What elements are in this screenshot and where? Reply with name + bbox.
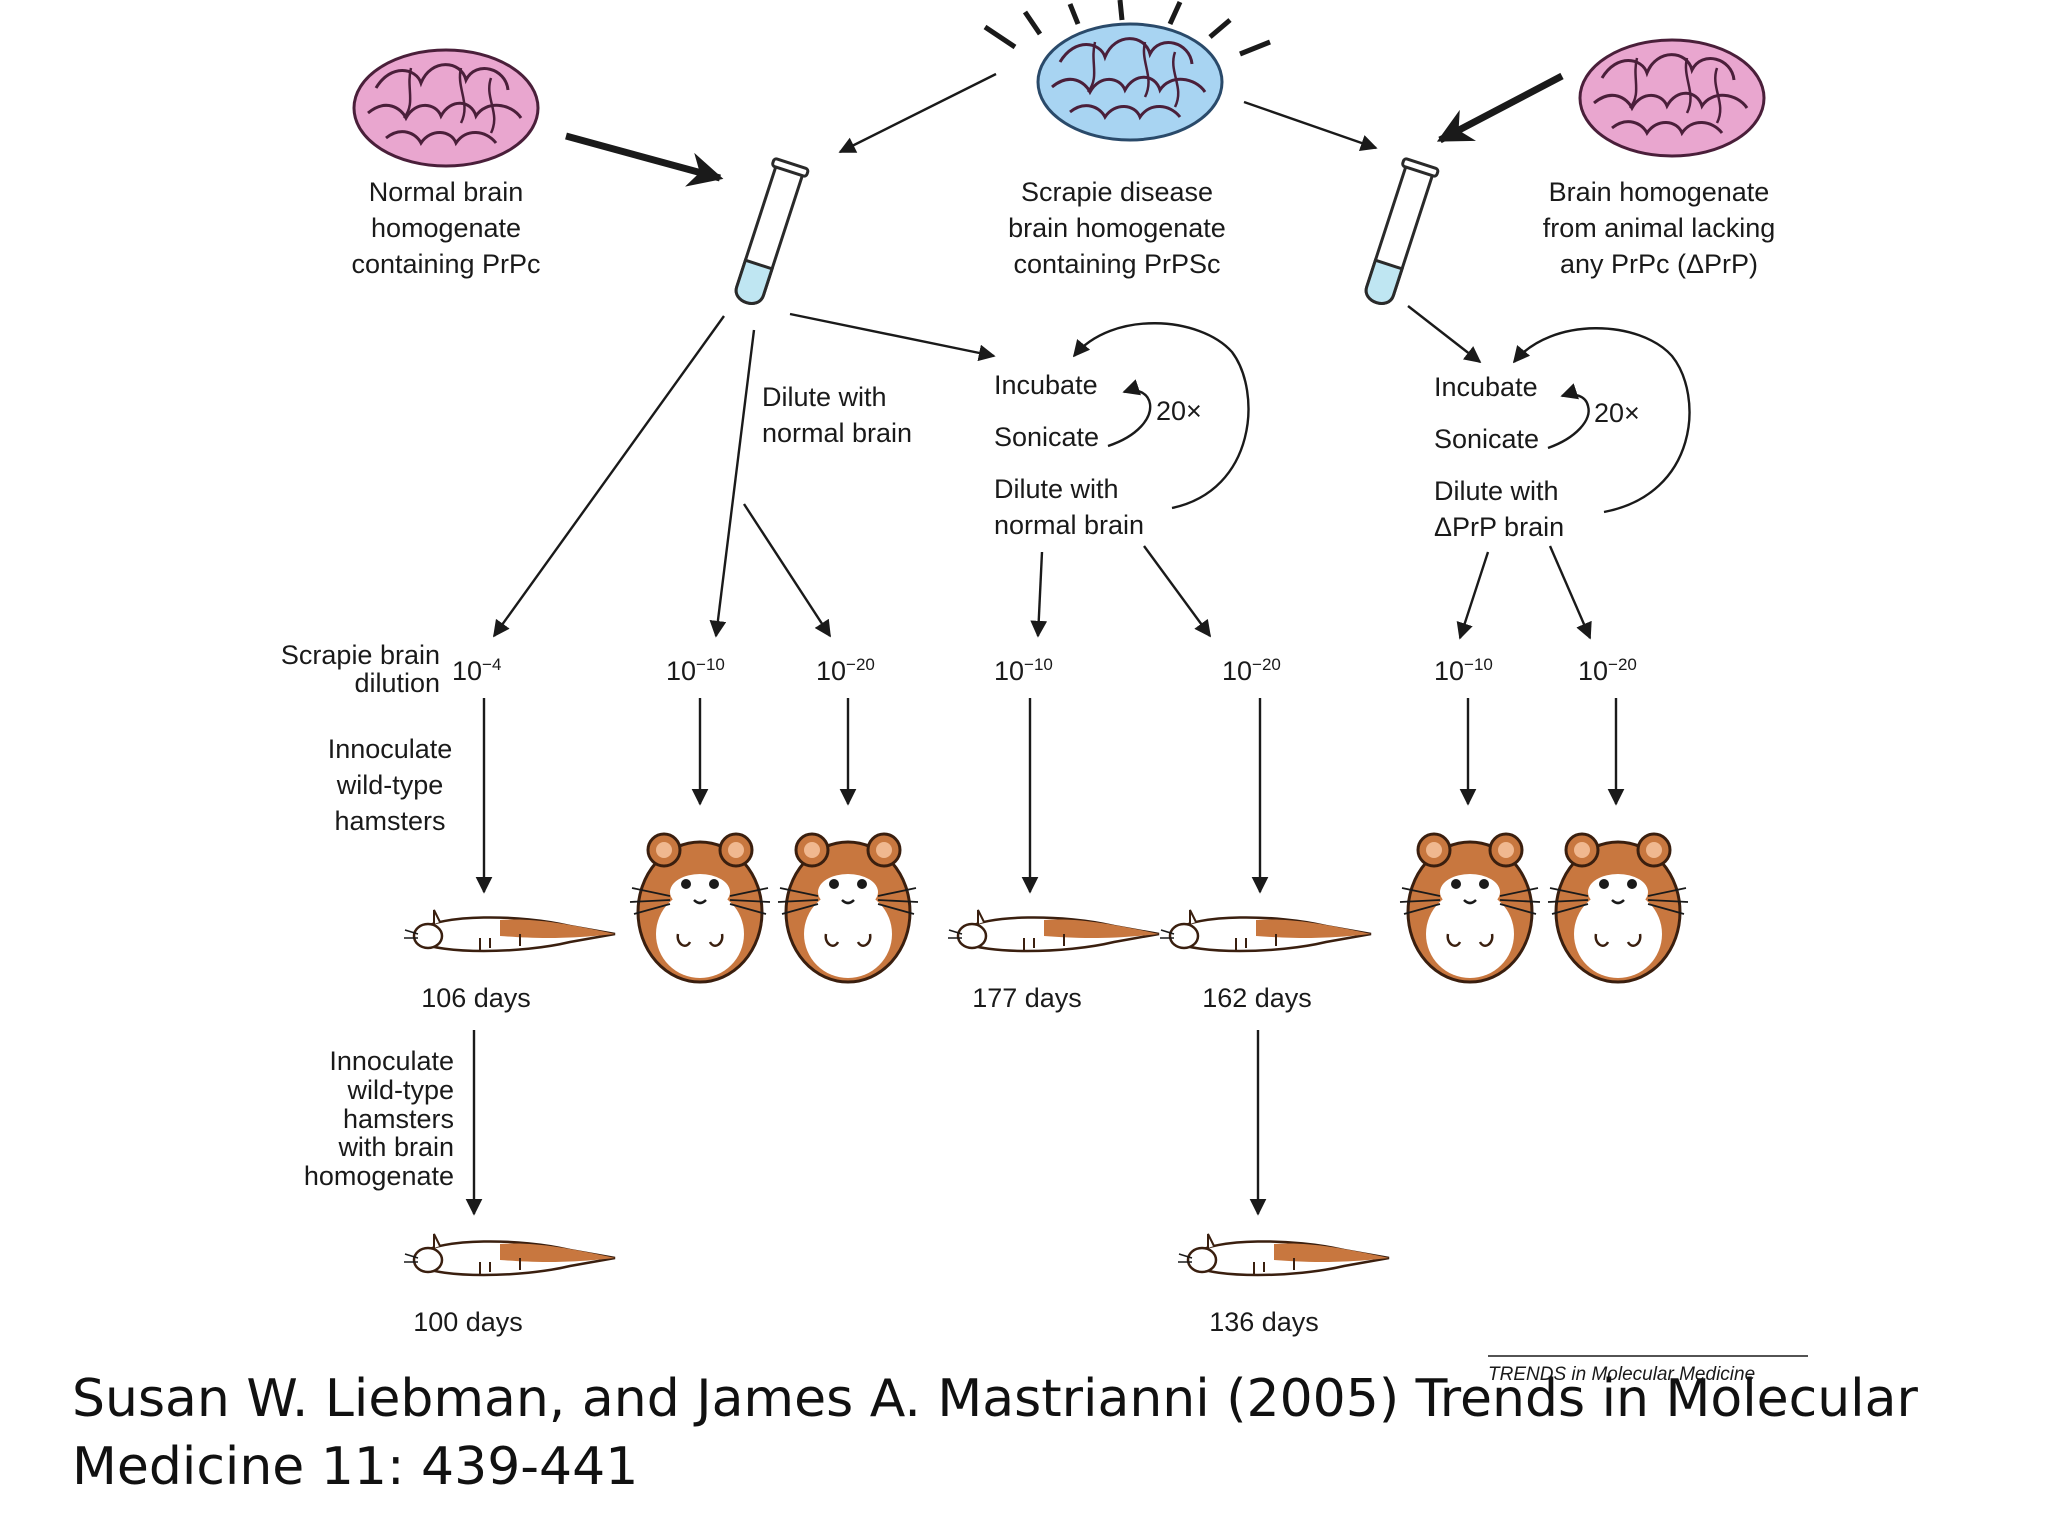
svg-text:containing PrPc: containing PrPc bbox=[351, 249, 540, 279]
sick-hamster-icon bbox=[1176, 1232, 1391, 1277]
svg-text:normal brain: normal brain bbox=[762, 418, 912, 448]
dilution-value: 10−20 bbox=[816, 655, 875, 686]
svg-text:Normal brain: Normal brain bbox=[369, 177, 524, 207]
pmca-normal-cycle: Incubate Sonicate 20× Dilute with normal… bbox=[994, 322, 1250, 638]
dilution-values: 10−4 10−10 10−20 10−10 10−20 10−10 10−20 bbox=[452, 655, 1637, 686]
sick-hamster-icon bbox=[1158, 908, 1373, 953]
svg-text:Sonicate: Sonicate bbox=[994, 422, 1099, 452]
svg-text:Dilute with: Dilute with bbox=[994, 474, 1119, 504]
svg-text:homogenate: homogenate bbox=[304, 1161, 454, 1191]
test-tube-icon bbox=[1357, 156, 1441, 310]
svg-text:from animal lacking: from animal lacking bbox=[1543, 213, 1776, 243]
svg-text:wild-type: wild-type bbox=[336, 770, 444, 800]
normal-brain-icon bbox=[352, 48, 540, 168]
lacking-brain-label: Brain homogenate from animal lacking any… bbox=[1543, 177, 1776, 279]
svg-text:Dilute with: Dilute with bbox=[1434, 476, 1559, 506]
svg-text:Scrapie brain: Scrapie brain bbox=[281, 640, 440, 670]
svg-text:homogenate: homogenate bbox=[371, 213, 521, 243]
dilution-value: 10−20 bbox=[1222, 655, 1281, 686]
svg-text:Dilute with: Dilute with bbox=[762, 382, 887, 412]
second-outcomes: 100 days 136 days bbox=[413, 1307, 1319, 1337]
journal-watermark: TRENDS in Molecular Medicine bbox=[1488, 1364, 1755, 1385]
svg-text:Innoculate: Innoculate bbox=[329, 1046, 454, 1076]
svg-text:any PrPc (ΔPrP): any PrPc (ΔPrP) bbox=[1560, 249, 1758, 279]
source-arrows bbox=[565, 72, 1564, 187]
scrapie-brain-icon bbox=[983, 0, 1271, 142]
citation-line: Medicine 11: 439-441 bbox=[72, 1437, 639, 1497]
sick-hamster-icon bbox=[402, 908, 617, 953]
citation-line: Susan W. Liebman, and James A. Mastriann… bbox=[72, 1369, 1918, 1429]
svg-text:Incubate: Incubate bbox=[994, 370, 1098, 400]
dilution-value: 10−20 bbox=[1578, 655, 1637, 686]
dilution-value: 10−10 bbox=[994, 655, 1053, 686]
second-passage-label: Innoculate wild-type hamsters with brain… bbox=[304, 1046, 454, 1191]
healthy-hamster-icon bbox=[776, 832, 920, 984]
lacking-brain-icon bbox=[1578, 38, 1766, 158]
citation: Susan W. Liebman, and James A. Mastriann… bbox=[72, 1365, 2032, 1501]
middle-dilute-label: Dilute with normal brain bbox=[762, 382, 912, 448]
healthy-hamster-icon bbox=[1398, 832, 1542, 984]
svg-text:20×: 20× bbox=[1156, 396, 1202, 426]
sick-hamster-icon bbox=[946, 908, 1161, 953]
svg-text:Innoculate: Innoculate bbox=[328, 734, 453, 764]
scrapie-brain-label: Scrapie disease brain homogenate contain… bbox=[1008, 177, 1226, 279]
svg-text:Brain homogenate: Brain homogenate bbox=[1549, 177, 1770, 207]
survival-days: 177 days bbox=[972, 983, 1082, 1013]
svg-text:with brain: with brain bbox=[337, 1132, 454, 1162]
inoculate-row-label: Innoculate wild-type hamsters bbox=[328, 734, 453, 836]
first-outcomes: 106 days 177 days 162 days bbox=[421, 983, 1312, 1013]
svg-text:ΔPrP brain: ΔPrP brain bbox=[1434, 512, 1564, 542]
survival-days: 106 days bbox=[421, 983, 531, 1013]
svg-text:dilution: dilution bbox=[354, 668, 440, 698]
normal-brain-label: Normal brain homogenate containing PrPc bbox=[351, 177, 540, 279]
svg-text:wild-type: wild-type bbox=[346, 1075, 454, 1105]
svg-text:Sonicate: Sonicate bbox=[1434, 424, 1539, 454]
svg-text:hamsters: hamsters bbox=[334, 806, 445, 836]
test-tube-icon bbox=[727, 156, 811, 310]
svg-text:Incubate: Incubate bbox=[1434, 372, 1538, 402]
survival-days: 136 days bbox=[1209, 1307, 1319, 1337]
svg-text:containing PrPSc: containing PrPSc bbox=[1013, 249, 1220, 279]
second-passage-arrows bbox=[465, 1030, 1267, 1216]
survival-days: 100 days bbox=[413, 1307, 523, 1337]
svg-text:brain homogenate: brain homogenate bbox=[1008, 213, 1226, 243]
dilution-value: 10−10 bbox=[1434, 655, 1493, 686]
svg-text:Scrapie disease: Scrapie disease bbox=[1021, 177, 1213, 207]
survival-days: 162 days bbox=[1202, 983, 1312, 1013]
dilution-row-label: Scrapie brain dilution bbox=[281, 640, 440, 698]
svg-text:normal brain: normal brain bbox=[994, 510, 1144, 540]
dilution-value: 10−4 bbox=[452, 655, 501, 686]
inoculation-arrows bbox=[475, 698, 1625, 894]
sick-hamster-icon bbox=[402, 1232, 617, 1277]
svg-text:hamsters: hamsters bbox=[343, 1104, 454, 1134]
healthy-hamster-icon bbox=[628, 832, 772, 984]
left-tube-branches bbox=[493, 312, 996, 638]
pmca-lacking-cycle: Incubate Sonicate 20× Dilute with ΔPrP b… bbox=[1407, 305, 1691, 640]
svg-text:20×: 20× bbox=[1594, 398, 1640, 428]
dilution-value: 10−10 bbox=[666, 655, 725, 686]
healthy-hamster-icon bbox=[1546, 832, 1690, 984]
